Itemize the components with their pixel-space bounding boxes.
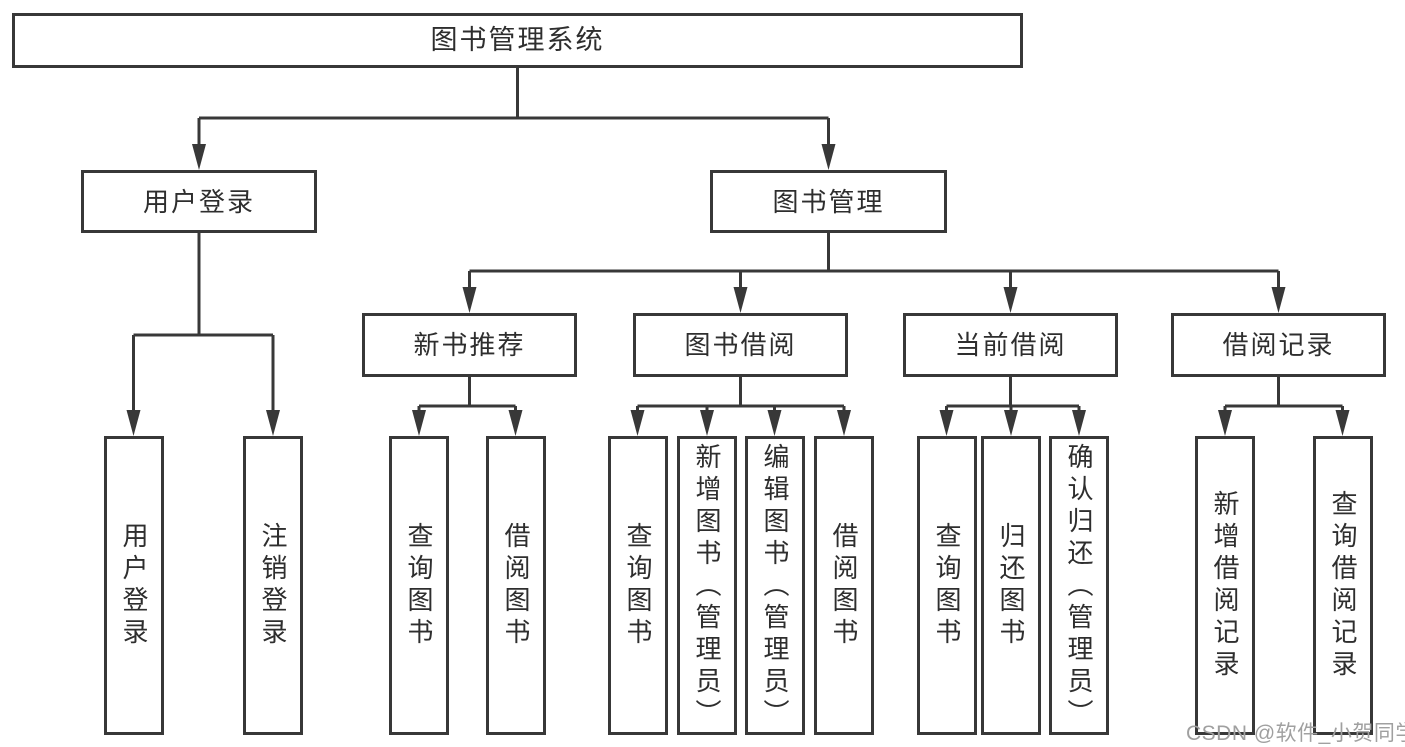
arrowhead-icon <box>1271 287 1286 313</box>
leaf-add-borrow-record: 新增借阅记录 <box>1195 436 1255 735</box>
watermark: CSDN @软件_小贺同学 <box>1186 722 1405 745</box>
node-book-borrow: 图书借阅 <box>633 313 848 377</box>
arrowhead-icon <box>821 144 836 170</box>
connector-newbook-to-leaves <box>417 377 517 414</box>
leaf-edit-book-admin: 编辑图书（管理员） <box>745 436 805 735</box>
node-current-borrow: 当前借阅 <box>903 313 1118 377</box>
leaf-query-books-recommend: 查询图书 <box>389 436 449 735</box>
arrowhead-icon <box>192 144 206 170</box>
node-book-management: 图书管理 <box>710 170 947 233</box>
arrowhead-icon <box>700 410 714 436</box>
arrowhead-icon <box>939 410 954 436</box>
arrowhead-icon <box>767 410 782 436</box>
leaf-query-books-current: 查询图书 <box>917 436 977 735</box>
leaf-borrow-books-recommend: 借阅图书 <box>486 436 546 735</box>
leaf-query-books-borrow: 查询图书 <box>608 436 668 735</box>
leaf-user-login: 用户登录 <box>104 436 164 735</box>
leaf-query-borrow-record: 查询借阅记录 <box>1313 436 1373 735</box>
connector-bookborrow-to-leaves <box>636 377 846 414</box>
arrowhead-icon <box>1335 410 1350 436</box>
arrowhead-icon <box>266 410 280 436</box>
node-borrow-records: 借阅记录 <box>1171 313 1386 377</box>
arrowhead-icon <box>1004 410 1018 436</box>
connector-bookmgmt-to-level3 <box>468 233 1280 289</box>
arrowhead-icon <box>1072 410 1086 436</box>
connector-root-to-level2 <box>197 68 830 146</box>
arrowhead-icon <box>837 410 851 436</box>
arrowhead-icon <box>630 410 645 436</box>
connector-borrowrecords-to-leaves <box>1223 377 1344 414</box>
node-user-login: 用户登录 <box>81 170 317 233</box>
arrowhead-icon <box>1218 410 1232 436</box>
leaf-logout: 注销登录 <box>243 436 303 735</box>
connector-userlogin-to-leaves <box>132 233 275 412</box>
arrowhead-icon <box>1003 287 1018 313</box>
arrowhead-icon <box>126 410 141 436</box>
arrowhead-icon <box>508 410 523 436</box>
arrowhead-icon <box>412 410 426 436</box>
node-root: 图书管理系统 <box>12 13 1023 68</box>
leaf-return-book: 归还图书 <box>981 436 1041 735</box>
leaf-borrow-books: 借阅图书 <box>814 436 874 735</box>
leaf-add-book-admin: 新增图书（管理员） <box>677 436 737 735</box>
leaf-confirm-return-admin: 确认归还（管理员） <box>1049 436 1109 735</box>
connector-currentborrow-to-leaves <box>945 377 1081 414</box>
node-new-book-recommend: 新书推荐 <box>362 313 577 377</box>
arrowhead-icon <box>733 287 748 313</box>
arrowhead-icon <box>462 287 477 313</box>
